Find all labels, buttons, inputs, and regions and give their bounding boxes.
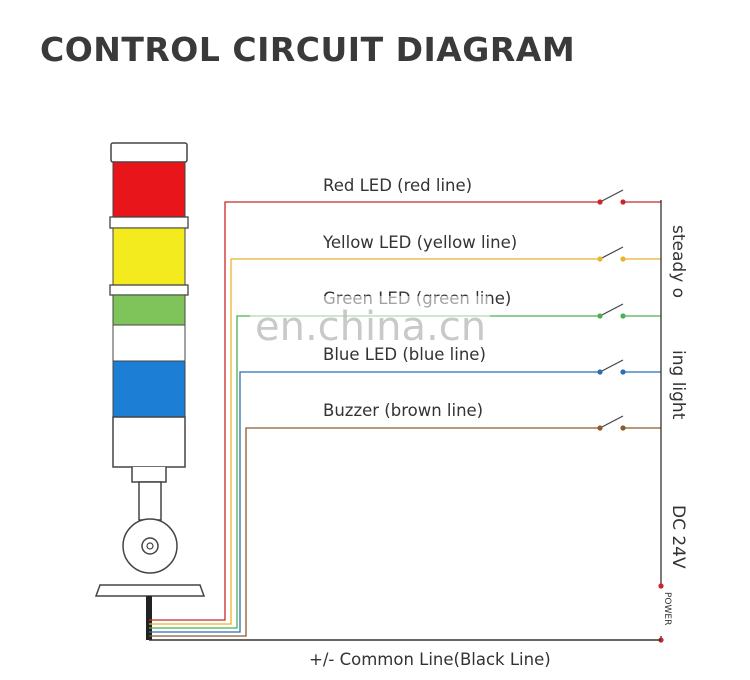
wire-label-yellow: Yellow LED (yellow line) [322, 233, 517, 252]
power-label: POWER [662, 592, 672, 625]
power-terminal-top [658, 583, 664, 589]
side-label-top: steady o [668, 225, 688, 298]
switch-blue [597, 359, 626, 375]
tower-cap [110, 142, 188, 163]
cable-stub [146, 596, 152, 640]
page-title: CONTROL CIRCUIT DIAGRAM [40, 30, 576, 69]
switch-brown [597, 415, 626, 431]
signal-tower [94, 142, 206, 640]
tower-separator [109, 216, 189, 229]
tower-segment-green [112, 294, 186, 326]
side-label-middle: ing light [668, 350, 688, 420]
switch-red [597, 189, 626, 205]
switch-yellow [597, 246, 626, 262]
tower-base-body [112, 416, 186, 468]
wire-label-blue: Blue LED (blue line) [323, 345, 486, 364]
tower-segment-red [112, 161, 186, 218]
wire-red [149, 201, 598, 621]
wire-brown [149, 427, 598, 637]
common-line-label: +/- Common Line(Black Line) [309, 650, 551, 669]
switch-green [597, 303, 626, 319]
wire-label-red: Red LED (red line) [323, 176, 472, 195]
tower-base-plate [94, 584, 206, 597]
wire-yellow [149, 258, 598, 625]
tower-separator [109, 284, 189, 296]
tower-segment-yellow [112, 227, 186, 286]
side-label-voltage: DC 24V [668, 505, 688, 569]
tower-segment-blue [112, 360, 186, 418]
wire-blue [149, 371, 598, 633]
switches [597, 189, 626, 431]
wire-label-buzzer: Buzzer (brown line) [323, 401, 483, 420]
tower-pole [138, 481, 162, 521]
watermark: en.china.cn [255, 304, 486, 350]
tower-white-segment [112, 324, 186, 362]
